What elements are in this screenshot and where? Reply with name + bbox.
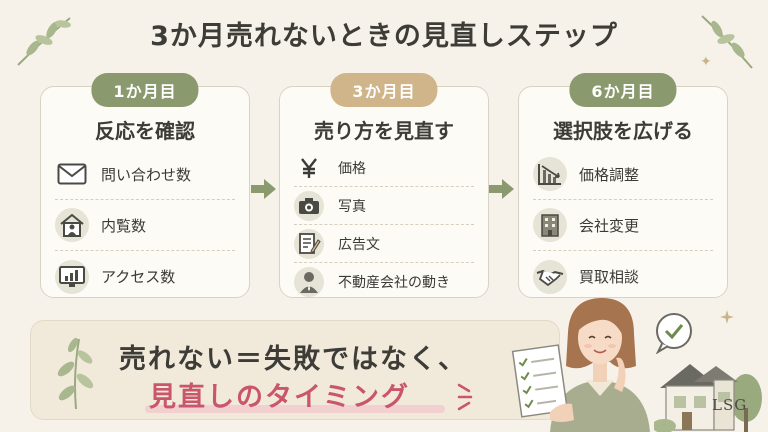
camera-icon	[294, 190, 324, 221]
step-2-heading: 売り方を見直す	[314, 119, 454, 143]
list-item: 価格	[294, 149, 474, 187]
sparkle-icon	[720, 310, 734, 324]
list-item: 買取相談	[533, 251, 713, 302]
list-item-label: 買取相談	[579, 268, 640, 286]
envelope-icon	[55, 157, 89, 191]
down-chart-icon	[533, 157, 567, 191]
step-card-1: 1か月目 反応を確認 問い合わせ数 内覧数 アクセス数	[40, 73, 250, 298]
list-item: 内覧数	[55, 200, 235, 251]
list-item-label: アクセス数	[101, 268, 176, 286]
list-item: 写真	[294, 187, 474, 225]
leaf-decoration-top-right: ✦	[700, 15, 753, 70]
step-3-heading: 選択肢を広げる	[553, 119, 693, 143]
step-3-badge: 6か月目	[569, 73, 677, 107]
list-item-label: 写真	[338, 198, 366, 215]
emphasis-marks	[457, 383, 473, 411]
document-pen-icon	[294, 228, 324, 259]
check-bubble-icon	[655, 313, 692, 354]
building-icon	[533, 208, 567, 242]
list-item: 価格調整	[533, 149, 713, 200]
handshake-icon	[533, 259, 567, 294]
house-illustration	[654, 364, 762, 432]
page-title: 3か月売れないときの見直しステップ	[150, 21, 618, 52]
brand-logo: LSG	[712, 396, 748, 414]
leaf-decoration	[57, 337, 94, 410]
woman-with-checklist-illustration	[511, 298, 650, 432]
list-item-label: 価格	[338, 160, 366, 177]
list-item: 問い合わせ数	[55, 149, 235, 200]
message-line-1: 売れない＝失敗ではなく、	[119, 344, 467, 375]
yen-icon	[294, 153, 324, 183]
step-1-heading: 反応を確認	[95, 119, 195, 143]
list-item-label: 内覧数	[101, 216, 147, 235]
list-item-label: 問い合わせ数	[101, 165, 192, 184]
step-card-3: 6か月目 選択肢を広げる 価格調整 会社変更 買取相談	[518, 73, 728, 298]
list-item: アクセス数	[55, 251, 235, 302]
arrow-right-icon	[489, 179, 514, 199]
list-item-label: 不動産会社の動き	[338, 275, 450, 291]
step-1-badge: 1か月目	[91, 73, 199, 107]
list-item: 広告文	[294, 225, 474, 263]
leaf-decoration-top-left	[17, 17, 71, 66]
monitor-chart-icon	[55, 259, 89, 294]
step-2-badge: 3か月目	[330, 73, 438, 107]
list-item-label: 会社変更	[579, 216, 640, 235]
svg-text:✦: ✦	[700, 54, 712, 70]
list-item-label: 広告文	[338, 236, 380, 253]
message-line-2: 見直しのタイミング	[149, 382, 410, 413]
list-item-label: 価格調整	[579, 165, 640, 184]
list-item: 会社変更	[533, 200, 713, 251]
arrow-right-icon	[251, 179, 276, 199]
agent-person-icon	[294, 267, 324, 297]
house-person-icon	[55, 208, 89, 242]
highlight-underline	[145, 405, 445, 413]
message-banner: 売れない＝失敗ではなく、 見直しのタイミング	[30, 320, 560, 420]
list-item: 不動産会社の動き	[294, 263, 474, 301]
step-card-2: 3か月目 売り方を見直す 価格 写真 広告文 不動産会社の動き	[279, 73, 489, 301]
